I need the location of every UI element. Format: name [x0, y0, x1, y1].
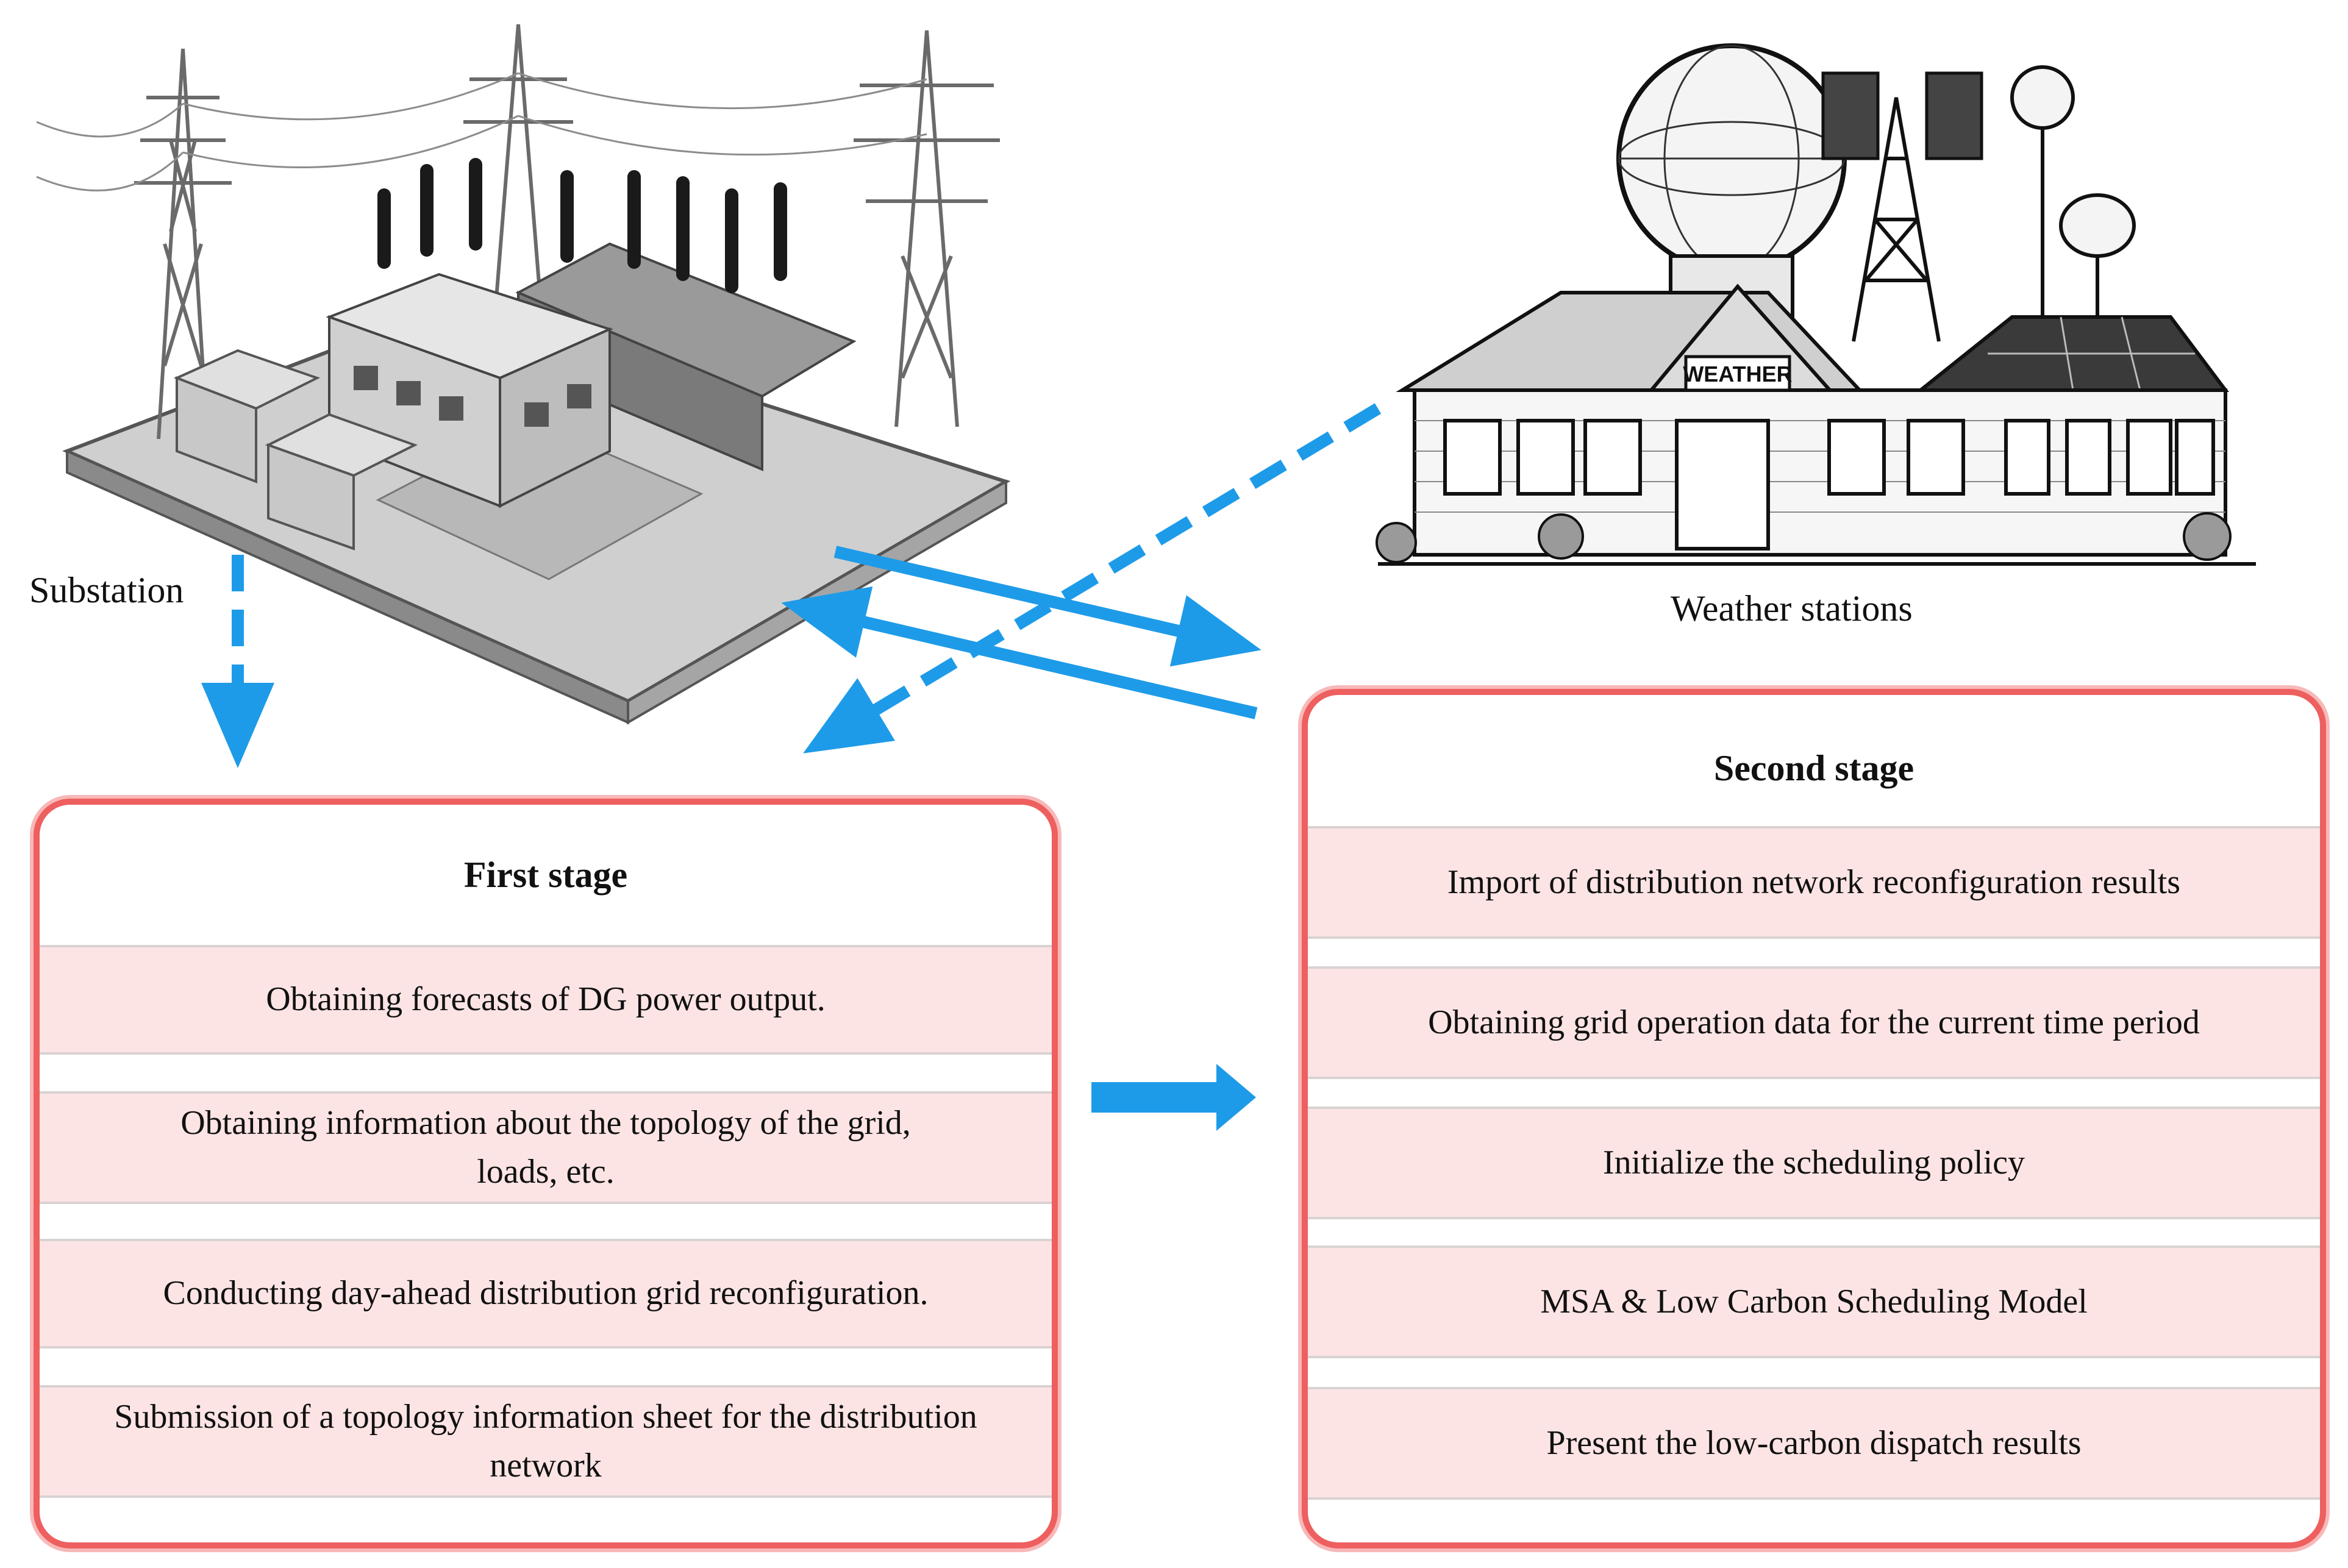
first-stage-step: Obtaining forecasts of DG power output. [40, 945, 1052, 1055]
second-stage-title: Second stage [1713, 748, 1914, 788]
first-stage-box: First stage Obtaining forecasts of DG po… [34, 799, 1058, 1548]
second-stage-step: MSA & Low Carbon Scheduling Model [1308, 1245, 2320, 1358]
first-stage-title: First stage [463, 855, 628, 895]
second-stage-step: Initialize the scheduling policy [1308, 1107, 2320, 1219]
second-stage-step-text: Import of distribution network reconfigu… [1447, 863, 2181, 901]
arrow-first-to-second-stage [1091, 1064, 1256, 1131]
second-stage-step-text: Present the low-carbon dispatch results [1546, 1424, 2082, 1462]
arrow-substation-to-second-stage [833, 546, 1261, 667]
second-stage-step-text: Obtaining grid operation data for the cu… [1428, 1003, 2200, 1041]
first-stage-step-text: Submission of a topology information she… [114, 1397, 977, 1484]
first-stage-step-text: Obtaining forecasts of DG power output. [266, 980, 826, 1019]
weather-sign-text: WEATHER [1683, 362, 1792, 387]
second-stage-box: Second stage Import of distribution netw… [1302, 689, 2326, 1548]
arrow-second-stage-to-substation [781, 586, 1258, 719]
second-stage-step: Present the low-carbon dispatch results [1308, 1387, 2320, 1500]
second-stage-step: Import of distribution network reconfigu… [1308, 826, 2320, 939]
weather-stations-caption: Weather stations [1671, 588, 1913, 629]
first-stage-step: Obtaining information about the topology… [40, 1091, 1052, 1204]
first-stage-step: Conducting day-ahead distribution grid r… [40, 1239, 1052, 1349]
first-stage-step-text: Conducting day-ahead distribution grid r… [163, 1274, 929, 1313]
first-stage-step: Submission of a topology information she… [40, 1385, 1052, 1498]
substation-caption: Substation [29, 570, 184, 610]
second-stage-step-text: MSA & Low Carbon Scheduling Model [1540, 1282, 2088, 1320]
first-stage-step-text: Obtaining information about the topology… [180, 1103, 911, 1191]
second-stage-step: Obtaining grid operation data for the cu… [1308, 966, 2320, 1079]
second-stage-step-text: Initialize the scheduling policy [1602, 1143, 2025, 1181]
